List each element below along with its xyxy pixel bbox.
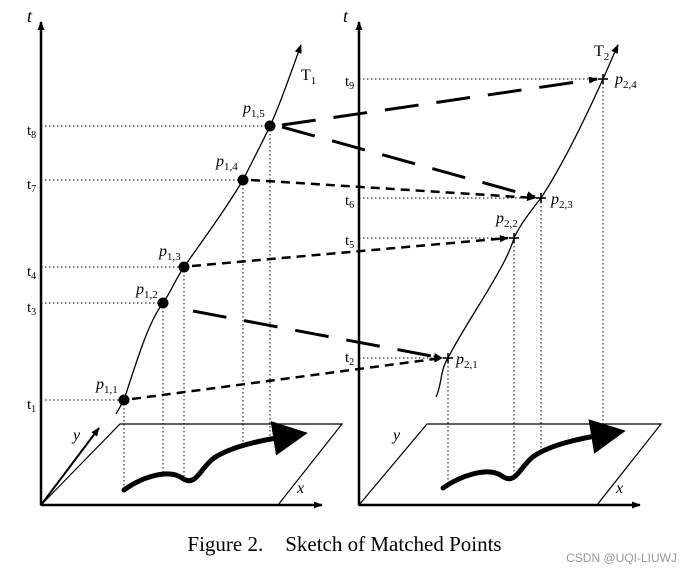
left-ground-path [121,420,308,493]
label-p23: p2,3 [550,191,573,211]
right-y-axis-label: y [391,427,401,444]
left-panel: t x y T1 t1 t3 t4 t7 t8 [27,6,344,509]
figure-caption: Figure 2. Sketch of Matched Points [0,532,689,557]
right-time-t2: t2 [345,350,354,368]
label-p11: p1,1 [95,376,118,396]
figure-title: Sketch of Matched Points [285,532,502,556]
left-time-t4: t4 [27,264,36,282]
point-p11 [118,394,130,406]
label-p24: p2,4 [614,71,637,91]
point-p13 [178,261,190,273]
point-p12 [157,297,169,309]
left-trajectory-curve [115,44,302,415]
match-p13-p22 [191,235,509,268]
left-t-axis-label: t [27,6,33,26]
right-time-t5: t5 [345,233,354,251]
left-y-axis-label: y [71,427,81,444]
right-time-t6: t6 [345,193,354,211]
right-ground-path [440,419,626,491]
point-p21 [443,353,453,363]
point-p24 [598,74,608,84]
right-xy-plane [357,423,663,506]
left-trajectory-label: T1 [301,67,316,87]
label-p21: p2,1 [455,351,478,371]
match-p15-p24 [281,76,598,127]
match-p12-p21 [192,309,443,361]
match-p11-p21 [131,355,443,401]
point-p14 [237,174,249,186]
left-xy-plane [39,423,344,506]
figure-number: Figure 2. [187,532,264,556]
label-p22: p2,2 [495,210,518,230]
point-p23 [536,193,546,203]
left-y-axis [40,427,100,506]
left-time-t7: t7 [27,177,36,195]
label-p12: p1,2 [135,281,158,301]
right-trajectory-label: T2 [594,43,609,63]
right-x-axis-label: x [615,480,623,497]
left-time-t3: t3 [27,300,36,318]
match-p15-p23 [281,125,536,199]
right-t-axis-label: t [343,6,349,26]
point-p22 [509,233,519,243]
right-panel: t x y T2 t2 t5 t6 t9 [343,6,663,509]
right-time-t9: t9 [345,74,354,92]
label-p13: p1,3 [158,243,181,263]
left-x-axis-label: x [296,480,304,497]
left-time-t8: t8 [27,123,36,141]
watermark: CSDN @UQI-LIUWJ [566,551,677,565]
match-links [131,76,598,401]
label-p14: p1,4 [215,153,238,173]
point-p15 [264,120,276,132]
left-time-t1: t1 [27,397,36,415]
label-p15: p1,5 [242,100,265,120]
match-p14-p23 [250,178,536,202]
